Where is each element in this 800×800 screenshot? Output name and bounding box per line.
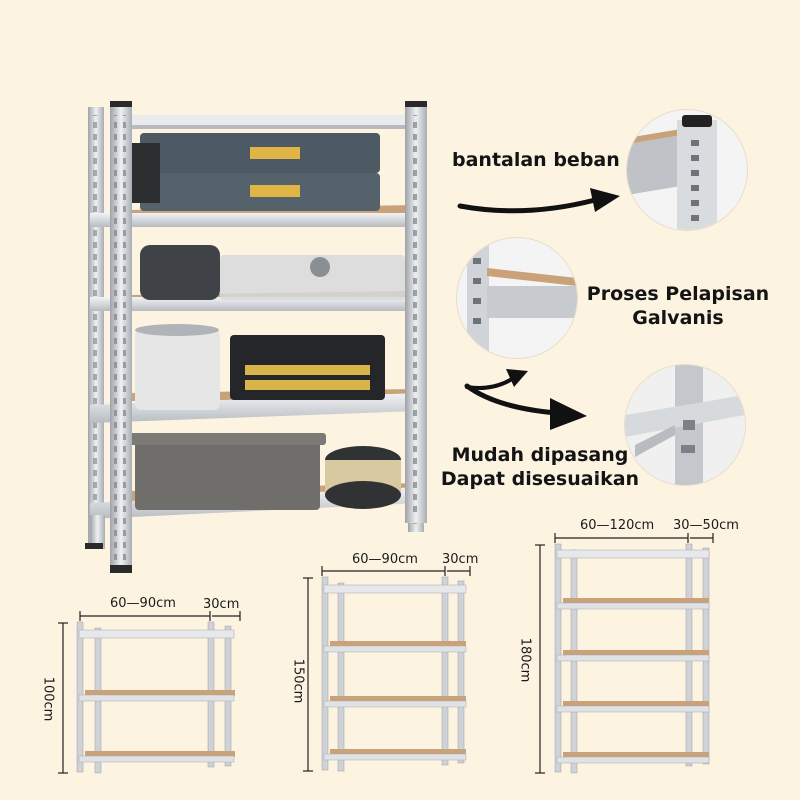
callout-easy-install-line2: Dapat disesuaikan [440, 468, 640, 490]
size-2-width-label: 60—90cm [352, 552, 418, 567]
callout-galvanized-line2: Galvanis [632, 307, 724, 329]
callout-easy-install: Mudah dipasang Dapat disesuaikan [440, 443, 640, 491]
arrow-icon [455, 178, 625, 218]
size-2-depth-label: 30cm [442, 552, 479, 567]
size-2-shelf-diagram [300, 563, 480, 778]
size-3-width-label: 60—120cm [580, 518, 655, 533]
callout-load-bearing: bantalan beban [452, 149, 620, 171]
callout-galvanized: Proses Pelapisan Galvanis [578, 282, 778, 330]
detail-upright-post-image [627, 110, 747, 230]
detail-connector-joint-image [625, 365, 745, 485]
size-1-shelf-diagram [55, 608, 250, 778]
size-1-width-label: 60—90cm [110, 596, 176, 611]
callout-galvanized-line1: Proses Pelapisan [586, 283, 770, 305]
callout-easy-install-line1: Mudah dipasang [451, 444, 629, 466]
size-1-height-label: 100cm [40, 676, 56, 722]
shelf-level [110, 115, 420, 129]
size-3-shelf-diagram [530, 530, 725, 780]
main-shelf-product-image [70, 95, 440, 585]
size-3-depth-label: 30—50cm [673, 518, 739, 533]
arrow-down-icon [462, 378, 592, 433]
detail-galvanized-beam-image [457, 238, 577, 358]
size-1-depth-label: 30cm [203, 597, 240, 612]
